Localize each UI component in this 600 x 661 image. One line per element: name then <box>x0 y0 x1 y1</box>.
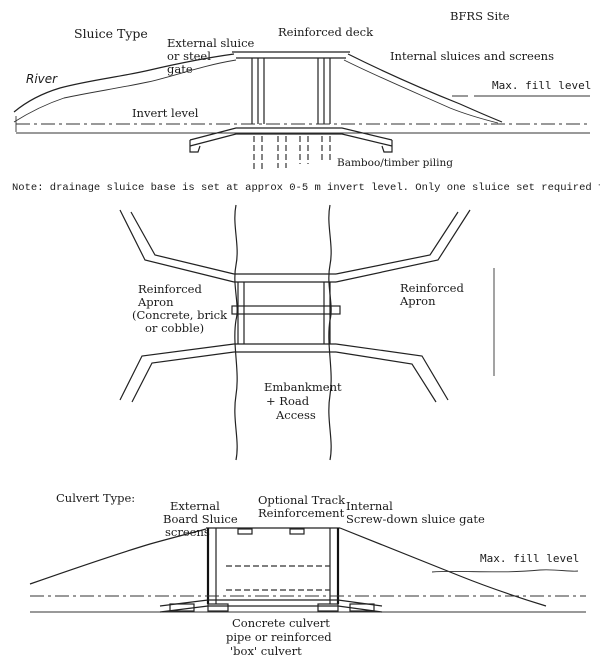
concrete-culvert-label-3: 'box' culvert <box>230 644 302 658</box>
sluice-pier-right <box>317 58 331 124</box>
internal-label-2: Screw-down sluice gate <box>346 512 485 526</box>
sluice-pier-left <box>251 58 265 124</box>
piling-label: Bamboo/timber piling <box>337 157 453 169</box>
sluice-type-title: Sluice Type <box>74 26 148 41</box>
apron-left-label-4: or cobble) <box>145 321 204 335</box>
culvert-max-fill-label: Max. fill level <box>480 552 579 565</box>
river-label: River <box>26 72 58 86</box>
internal-sluices-label: Internal sluices and screens <box>390 49 554 63</box>
downstream-apron-edge <box>234 343 336 353</box>
external-board-label-3: screens <box>165 525 210 539</box>
plan-pier-right <box>323 282 331 344</box>
culvert-max-fill-line <box>431 569 579 573</box>
external-board-label-1: External <box>170 499 220 513</box>
concrete-culvert-label-1: Concrete culvert <box>232 616 330 630</box>
max-fill-label: Max. fill level <box>492 79 591 92</box>
river-bank-inner <box>13 59 237 123</box>
reinforced-deck-label: Reinforced deck <box>278 25 374 39</box>
plan-deck-strip <box>231 305 341 315</box>
river-bank-slope <box>13 53 235 113</box>
internal-label-1: Internal <box>346 499 393 513</box>
downstream-wing-right <box>335 343 449 403</box>
external-sluice-label-3: gate <box>167 62 193 76</box>
sluice-floor <box>189 127 393 147</box>
upstream-apron-edge <box>234 273 336 283</box>
upstream-wing-right <box>335 209 471 283</box>
apron-right-label-2: Apron <box>399 294 436 308</box>
reinforced-deck <box>232 51 350 59</box>
embankment-label-1: Embankment <box>264 380 342 394</box>
footing-left <box>169 603 195 612</box>
external-sluice-label-1: External sluice <box>167 36 255 50</box>
apron-left-label-1: Reinforced <box>138 282 202 296</box>
site-label: BFRS Site <box>450 9 510 23</box>
invert-level-label: Invert level <box>132 106 199 120</box>
track-plate-left <box>237 528 253 535</box>
sluice-type-section: BFRS Site Sluice Type Reinforced deck Ex… <box>13 9 591 172</box>
external-sluice-label-2: or steel <box>167 49 211 63</box>
embankment-right-inner <box>343 59 499 124</box>
embankment-label-3: Access <box>275 408 316 422</box>
culvert-floor <box>159 599 383 613</box>
culvert-type-section: Culvert Type: External Board Sluice scre… <box>29 491 586 658</box>
culvert-right-slope <box>339 527 547 607</box>
embankment-boundary-left <box>234 204 238 461</box>
culvert-type-title: Culvert Type: <box>56 491 135 505</box>
plan-pier-left <box>237 282 245 344</box>
downstream-wing-left <box>119 343 235 403</box>
embankment-label-2: + Road <box>266 394 310 408</box>
optional-track-label-2: Reinforcement <box>258 506 345 520</box>
apron-left-label-2: Apron <box>137 295 174 309</box>
track-plate-right <box>289 528 305 535</box>
optional-track-label-1: Optional Track <box>258 493 346 507</box>
drainage-note: Note: drainage sluice base is set at app… <box>12 182 600 194</box>
foundation-key-right <box>381 140 393 153</box>
concrete-culvert-label-2: pipe or reinforced <box>226 630 332 644</box>
apron-left-label-3: (Concrete, brick <box>132 308 228 322</box>
plan-view: Reinforced Apron (Concrete, brick or cob… <box>119 204 495 461</box>
foundation-key-left <box>189 140 201 153</box>
external-board-label-2: Board Sluice <box>163 512 238 526</box>
timber-piling <box>253 136 331 172</box>
embankment-right-slope <box>347 53 503 123</box>
footing-centre-left <box>207 603 229 612</box>
footing-right <box>349 603 375 612</box>
upstream-wing-left <box>119 209 235 283</box>
apron-right-label-1: Reinforced <box>400 281 464 295</box>
footing-centre-right <box>317 603 339 612</box>
culvert-left-slope <box>29 528 207 585</box>
